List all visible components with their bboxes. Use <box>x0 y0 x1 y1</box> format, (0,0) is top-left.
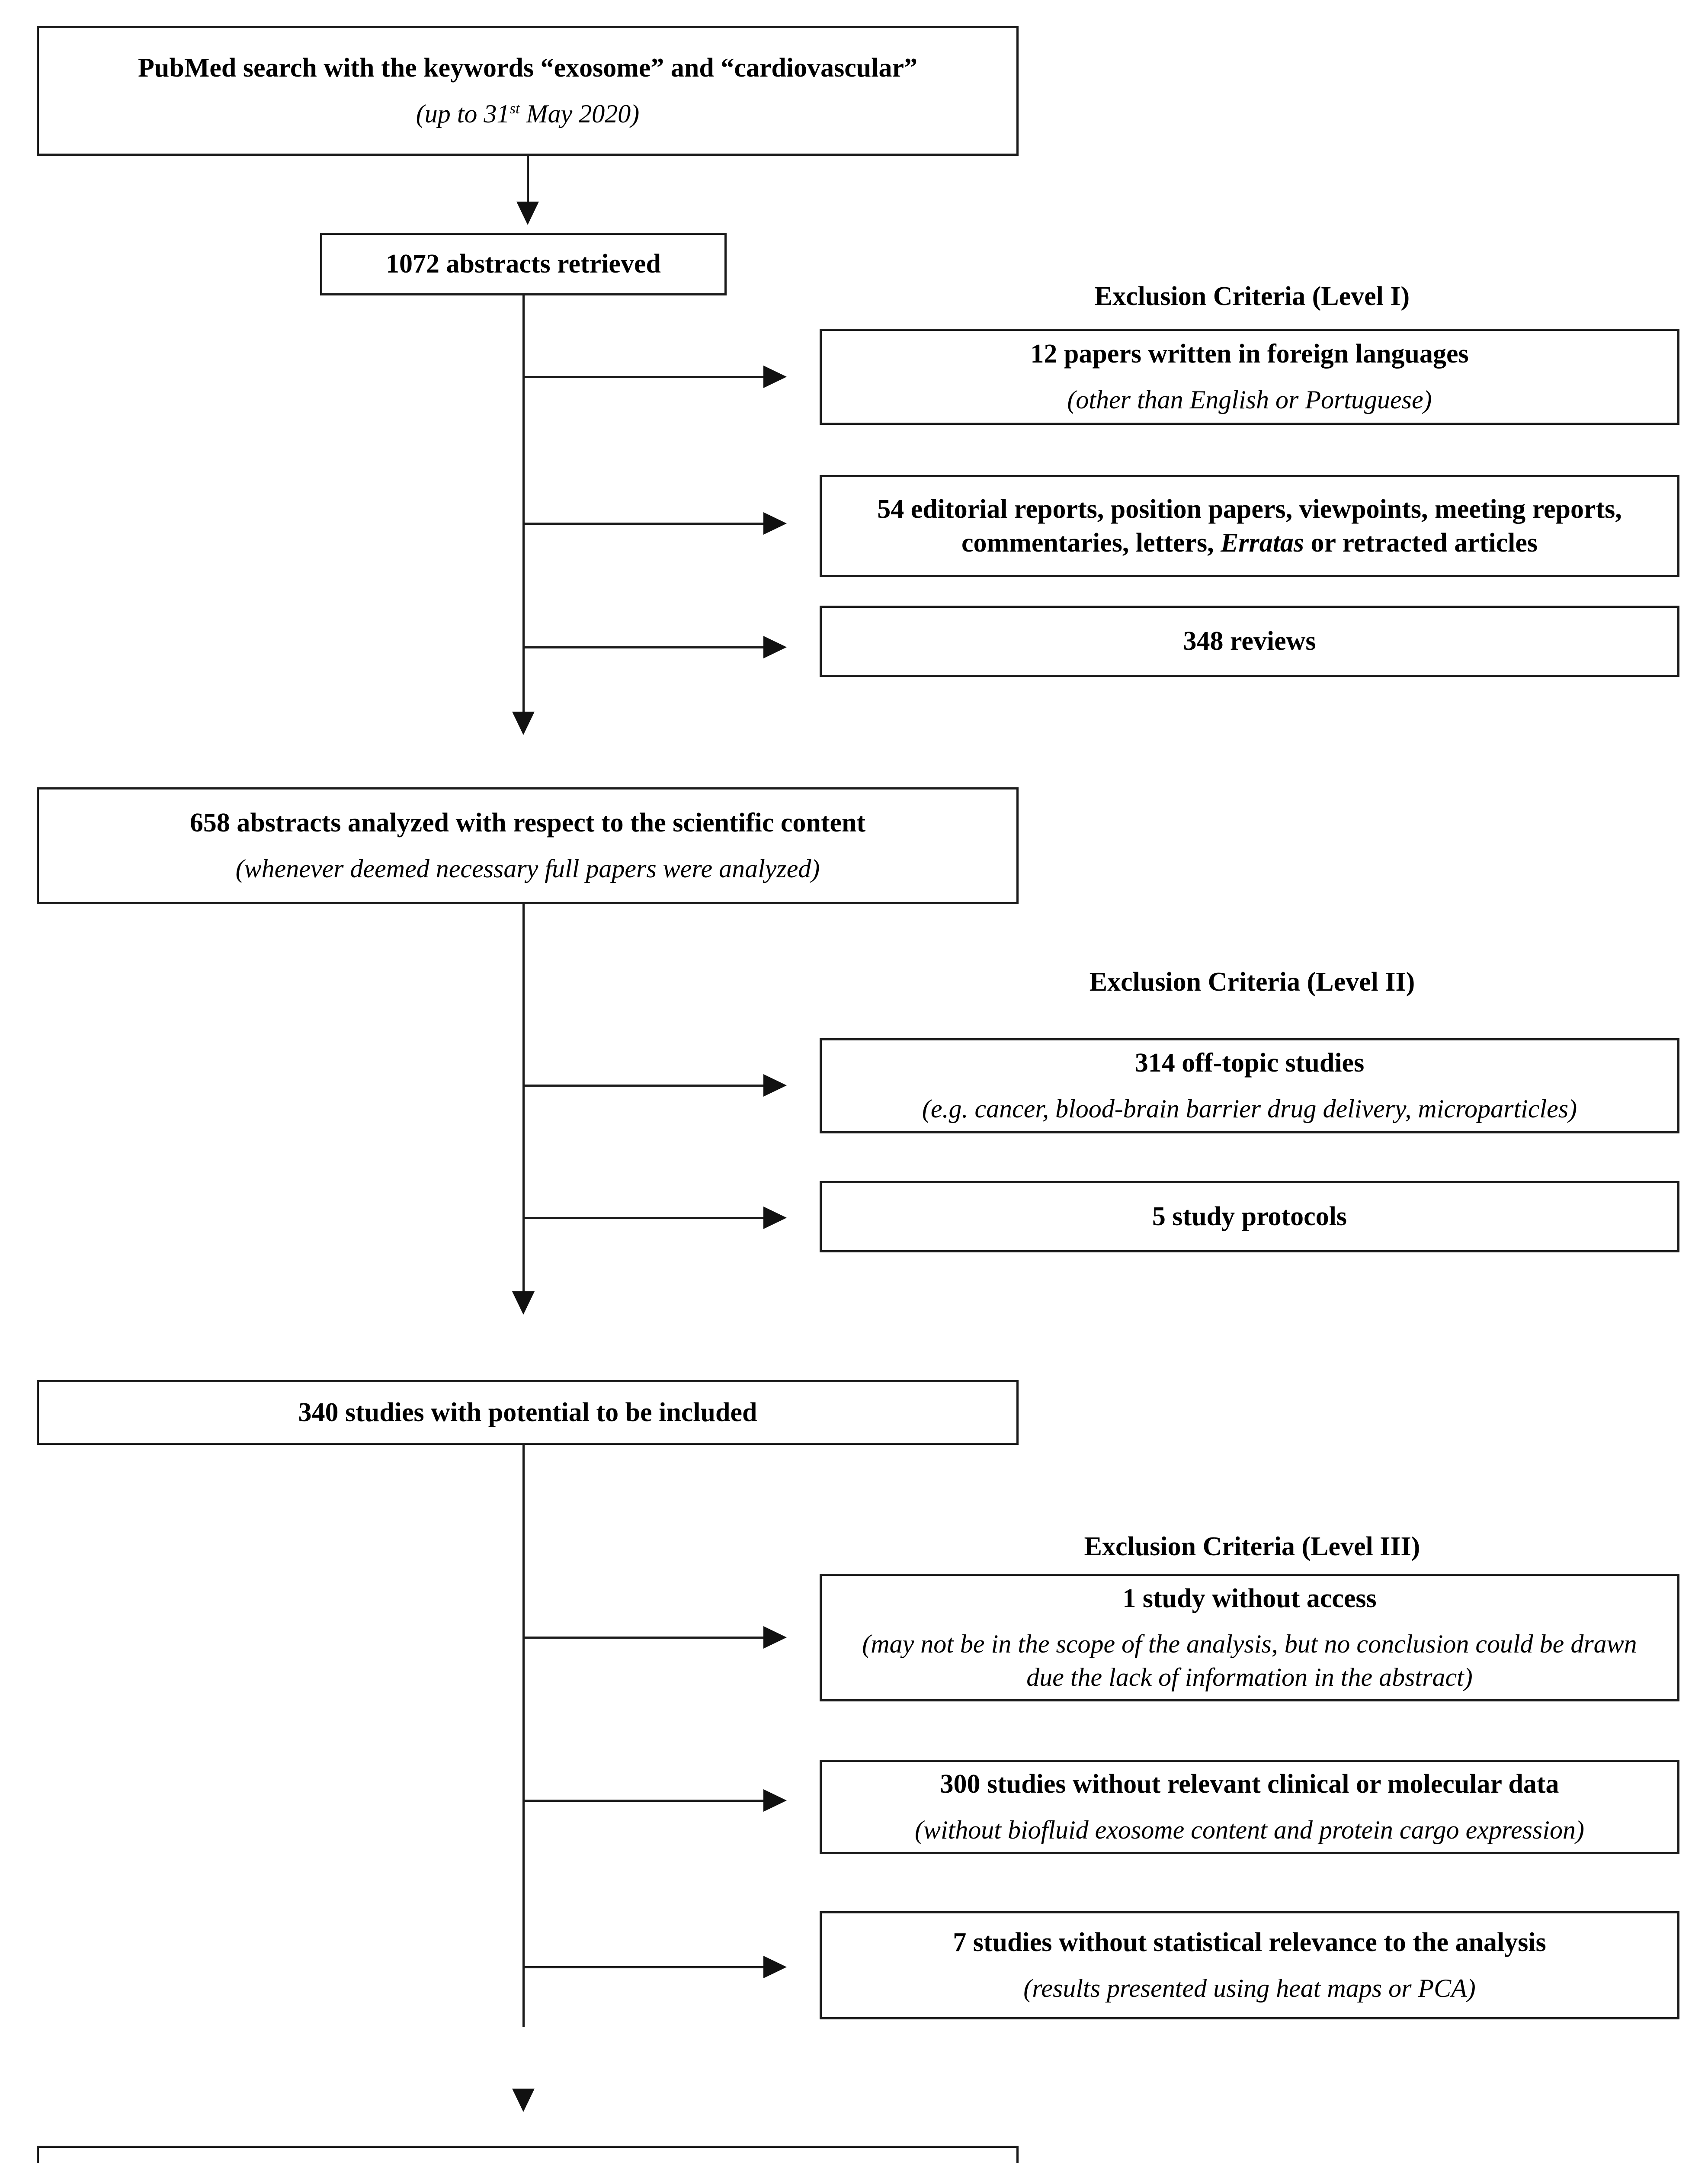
flow-box-pubmed-search-subtitle: (up to 31st May 2020) <box>416 99 640 128</box>
arrow-down-3 <box>512 1291 535 1315</box>
exclusion-box-study-protocols: 5 study protocols <box>820 1181 1679 1252</box>
branch-line-3b <box>522 1800 765 1802</box>
flow-box-abstracts-analyzed-title: 658 abstracts analyzed with respect to t… <box>189 808 866 838</box>
arrow-right-1c <box>763 636 787 658</box>
flow-box-pubmed-search-title: PubMed search with the keywords “exosome… <box>138 53 917 83</box>
arrow-right-1a <box>763 366 787 388</box>
exclusion-box-editorials-title: 54 editorial reports, position papers, v… <box>877 494 1622 558</box>
arrow-right-2b <box>763 1207 787 1229</box>
flow-box-potential-studies-title: 340 studies with potential to be include… <box>298 1397 757 1427</box>
arrow-right-3b <box>763 1789 787 1812</box>
flow-box-articles-selected-title: 31 articles selected for the analysis <box>331 2161 724 2163</box>
exclusion-box-no-clinical-data: 300 studies without relevant clinical or… <box>820 1760 1679 1854</box>
exclusion-box-no-statistics-title: 7 studies without statistical relevance … <box>953 1928 1546 1958</box>
branch-line-3c <box>522 1966 765 1968</box>
arrow-right-3a <box>763 1626 787 1649</box>
exclusion-box-no-access-title: 1 study without access <box>1122 1584 1377 1614</box>
connector-line-1 <box>527 156 529 203</box>
arrow-right-3c <box>763 1956 787 1978</box>
exclusion-box-off-topic: 314 off-topic studies (e.g. cancer, bloo… <box>820 1038 1679 1133</box>
branch-line-1c <box>522 646 765 648</box>
exclusion-box-foreign-languages: 12 papers written in foreign languages (… <box>820 329 1679 425</box>
exclusion-box-no-statistics: 7 studies without statistical relevance … <box>820 1911 1679 2019</box>
exclusion-label-level-1: Exclusion Criteria (Level I) <box>1094 282 1410 311</box>
branch-line-3a <box>522 1637 765 1639</box>
arrow-down-2 <box>512 712 535 735</box>
exclusion-box-study-protocols-title: 5 study protocols <box>1152 1202 1347 1232</box>
flow-box-abstracts-analyzed: 658 abstracts analyzed with respect to t… <box>37 787 1019 904</box>
exclusion-box-reviews: 348 reviews <box>820 606 1679 677</box>
flow-box-abstracts-retrieved: 1072 abstracts retrieved <box>320 233 727 295</box>
connector-trunk-level3 <box>522 1445 525 2027</box>
branch-line-2a <box>522 1085 765 1087</box>
exclusion-box-foreign-languages-title: 12 papers written in foreign languages <box>1030 339 1469 369</box>
exclusion-label-level-3: Exclusion Criteria (Level III) <box>1084 1532 1420 1561</box>
exclusion-box-reviews-title: 348 reviews <box>1183 626 1316 656</box>
exclusion-box-no-clinical-data-title: 300 studies without relevant clinical or… <box>940 1769 1559 1799</box>
exclusion-box-no-access-note: (may not be in the scope of the analysis… <box>862 1630 1637 1691</box>
exclusion-box-no-access: 1 study without access (may not be in th… <box>820 1574 1679 1701</box>
arrow-right-2a <box>763 1074 787 1097</box>
connector-trunk-level1 <box>522 295 525 732</box>
flow-box-abstracts-analyzed-subtitle: (whenever deemed necessary full papers w… <box>235 854 820 883</box>
branch-line-1a <box>522 376 765 378</box>
exclusion-label-level-2: Exclusion Criteria (Level II) <box>1089 967 1415 997</box>
flow-box-abstracts-retrieved-title: 1072 abstracts retrieved <box>386 249 661 279</box>
exclusion-box-no-statistics-note: (results presented using heat maps or PC… <box>1023 1974 1476 2003</box>
branch-line-2b <box>522 1217 765 1219</box>
exclusion-box-off-topic-note: (e.g. cancer, blood-brain barrier drug d… <box>922 1094 1577 1123</box>
arrow-right-1b <box>763 512 787 535</box>
connector-trunk-level2 <box>522 904 525 1311</box>
branch-line-1b <box>522 523 765 525</box>
exclusion-box-editorials: 54 editorial reports, position papers, v… <box>820 475 1679 577</box>
arrow-down-4 <box>512 2089 535 2112</box>
flow-box-articles-selected: 31 articles selected for the analysis <box>37 2146 1019 2163</box>
exclusion-box-no-clinical-data-note: (without biofluid exosome content and pr… <box>914 1815 1585 1844</box>
flow-box-potential-studies: 340 studies with potential to be include… <box>37 1380 1019 1445</box>
arrow-down-1 <box>516 202 539 225</box>
exclusion-box-off-topic-title: 314 off-topic studies <box>1134 1048 1365 1078</box>
flow-box-pubmed-search: PubMed search with the keywords “exosome… <box>37 26 1019 156</box>
exclusion-box-foreign-languages-note: (other than English or Portuguese) <box>1067 385 1432 414</box>
